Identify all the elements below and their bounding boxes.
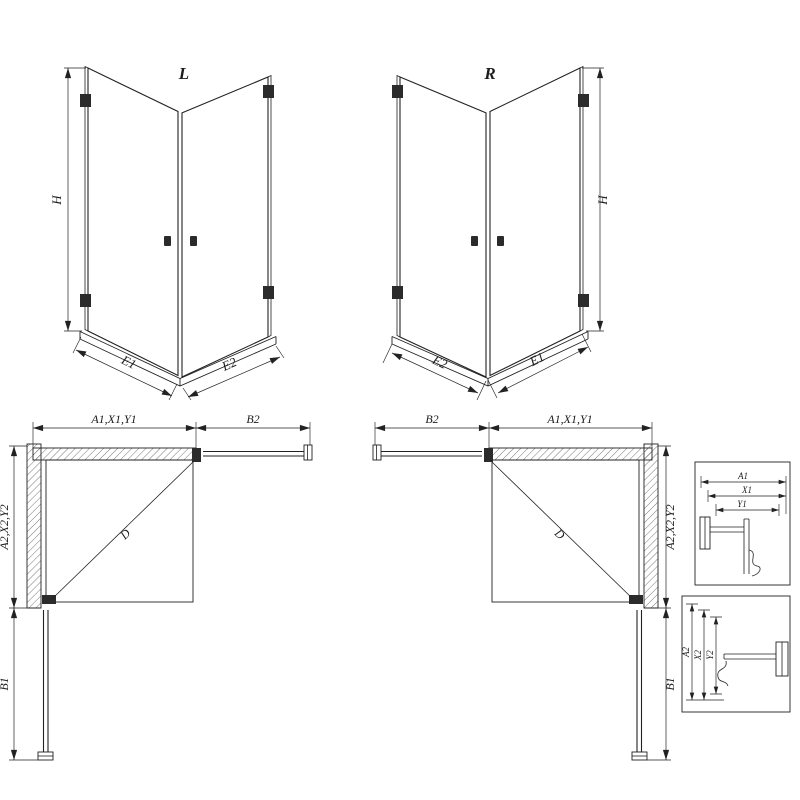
door-open-top: [203, 450, 304, 457]
back-wall: [32, 447, 197, 461]
variant-label-left: L: [178, 64, 189, 83]
dimension-height: H: [582, 67, 610, 332]
dimension-e2: E2: [382, 343, 487, 401]
dim-label-Y2: Y2: [705, 650, 715, 660]
wall-profile-left: [84, 65, 89, 332]
hinge-corner-top: [192, 448, 201, 462]
dim-label-B2: B2: [246, 412, 259, 426]
hinge-top-left: [392, 85, 403, 98]
hinge-top-left: [80, 94, 91, 107]
profile-section-drawing: [717, 641, 789, 687]
door-handle-right: [497, 236, 504, 246]
shower-tray: [391, 331, 589, 387]
detail-box-width: A1 X1 Y1: [694, 461, 791, 586]
dimension-height: H: [49, 67, 86, 332]
dim-label-E1: E1: [526, 349, 547, 369]
door-end-profile-top: [303, 444, 313, 461]
profile-section-drawing: [699, 516, 761, 577]
door-open-side: [636, 610, 643, 752]
variant-label-right: R: [483, 64, 495, 83]
dim-label-D: D: [551, 525, 568, 542]
hinge-bottom-left: [80, 294, 91, 307]
wall-profile-left: [396, 74, 401, 338]
door-open-side: [42, 610, 49, 752]
dimension-e2: E2: [182, 345, 285, 401]
door-handle-right: [190, 236, 197, 246]
hinge-bottom-right: [578, 294, 589, 307]
glass-door-right-panel: [489, 67, 581, 377]
wall-profile-right: [267, 74, 272, 338]
glass-door-left-panel: [87, 67, 179, 377]
dimension-side-chain: A2,X2,Y2 B1: [0, 445, 41, 761]
dim-label-E2: E2: [429, 352, 450, 372]
plan-view-right: D B2 A1,X1,Y1 A2,X2,Y2 B1: [372, 412, 677, 761]
hinge-top-right: [578, 94, 589, 107]
dim-label-H: H: [49, 195, 64, 206]
dim-label-A1: A1: [737, 471, 748, 481]
wall-profile-right: [579, 65, 584, 332]
dim-label-A1X1Y1: A1,X1,Y1: [90, 412, 136, 426]
glass-door-right-panel: [181, 76, 269, 378]
dim-label-B1: B1: [663, 677, 677, 690]
tray-outline: [45, 459, 194, 603]
dimension-top-chain: B2 A1,X1,Y1: [374, 412, 653, 448]
dim-label-H: H: [595, 195, 610, 206]
dim-label-A1X1Y1: A1,X1,Y1: [546, 412, 592, 426]
hinge-corner-top: [484, 448, 493, 462]
dim-label-A2X2Y2: A2,X2,Y2: [0, 504, 11, 550]
detail-box-depth: A2 X2 Y2: [681, 595, 791, 713]
shower-tray: [79, 331, 277, 387]
door-handle-left: [164, 236, 171, 246]
hinge-bottom-left: [392, 286, 403, 299]
back-wall: [488, 447, 653, 461]
dim-label-Y1: Y1: [737, 499, 747, 509]
dim-label-X1: X1: [741, 485, 752, 495]
dim-label-A2X2Y2: A2,X2,Y2: [663, 504, 677, 550]
side-wall: [26, 443, 42, 609]
dim-label-D: D: [117, 526, 134, 543]
door-open-top: [381, 450, 482, 457]
entry-diagonal: [491, 461, 634, 600]
plan-view-left: D A1,X1,Y1 B2 A2,X2,Y2 B1: [0, 412, 313, 761]
tray-outline: [491, 459, 640, 603]
hinge-corner-side: [42, 595, 56, 604]
seal-profile: [748, 549, 761, 577]
hinge-bottom-right: [263, 286, 274, 299]
iso-view-right: R H E2 E1: [382, 64, 610, 401]
dim-label-E2: E2: [219, 354, 240, 374]
dimension-e1: E1: [487, 333, 592, 399]
door-handle-left: [471, 236, 478, 246]
dim-label-A2: A2: [681, 647, 691, 658]
entry-diagonal: [51, 461, 194, 600]
glass-door-left-panel: [399, 76, 487, 378]
dim-label-E1: E1: [118, 352, 138, 372]
side-wall: [643, 443, 659, 609]
hinge-corner-side: [629, 595, 643, 604]
iso-view-left: L H E1 E2: [49, 64, 285, 401]
dimension-side-chain: A2,X2,Y2 B1: [644, 445, 677, 761]
door-end-profile-top: [372, 444, 382, 461]
dimension-top-chain: A1,X1,Y1 B2: [32, 412, 311, 448]
dim-label-B2: B2: [425, 412, 438, 426]
dim-label-X2: X2: [693, 650, 703, 661]
seal-profile: [717, 660, 729, 687]
hinge-top-right: [263, 85, 274, 98]
dim-label-B1: B1: [0, 677, 11, 690]
dimension-e1: E1: [72, 336, 178, 401]
